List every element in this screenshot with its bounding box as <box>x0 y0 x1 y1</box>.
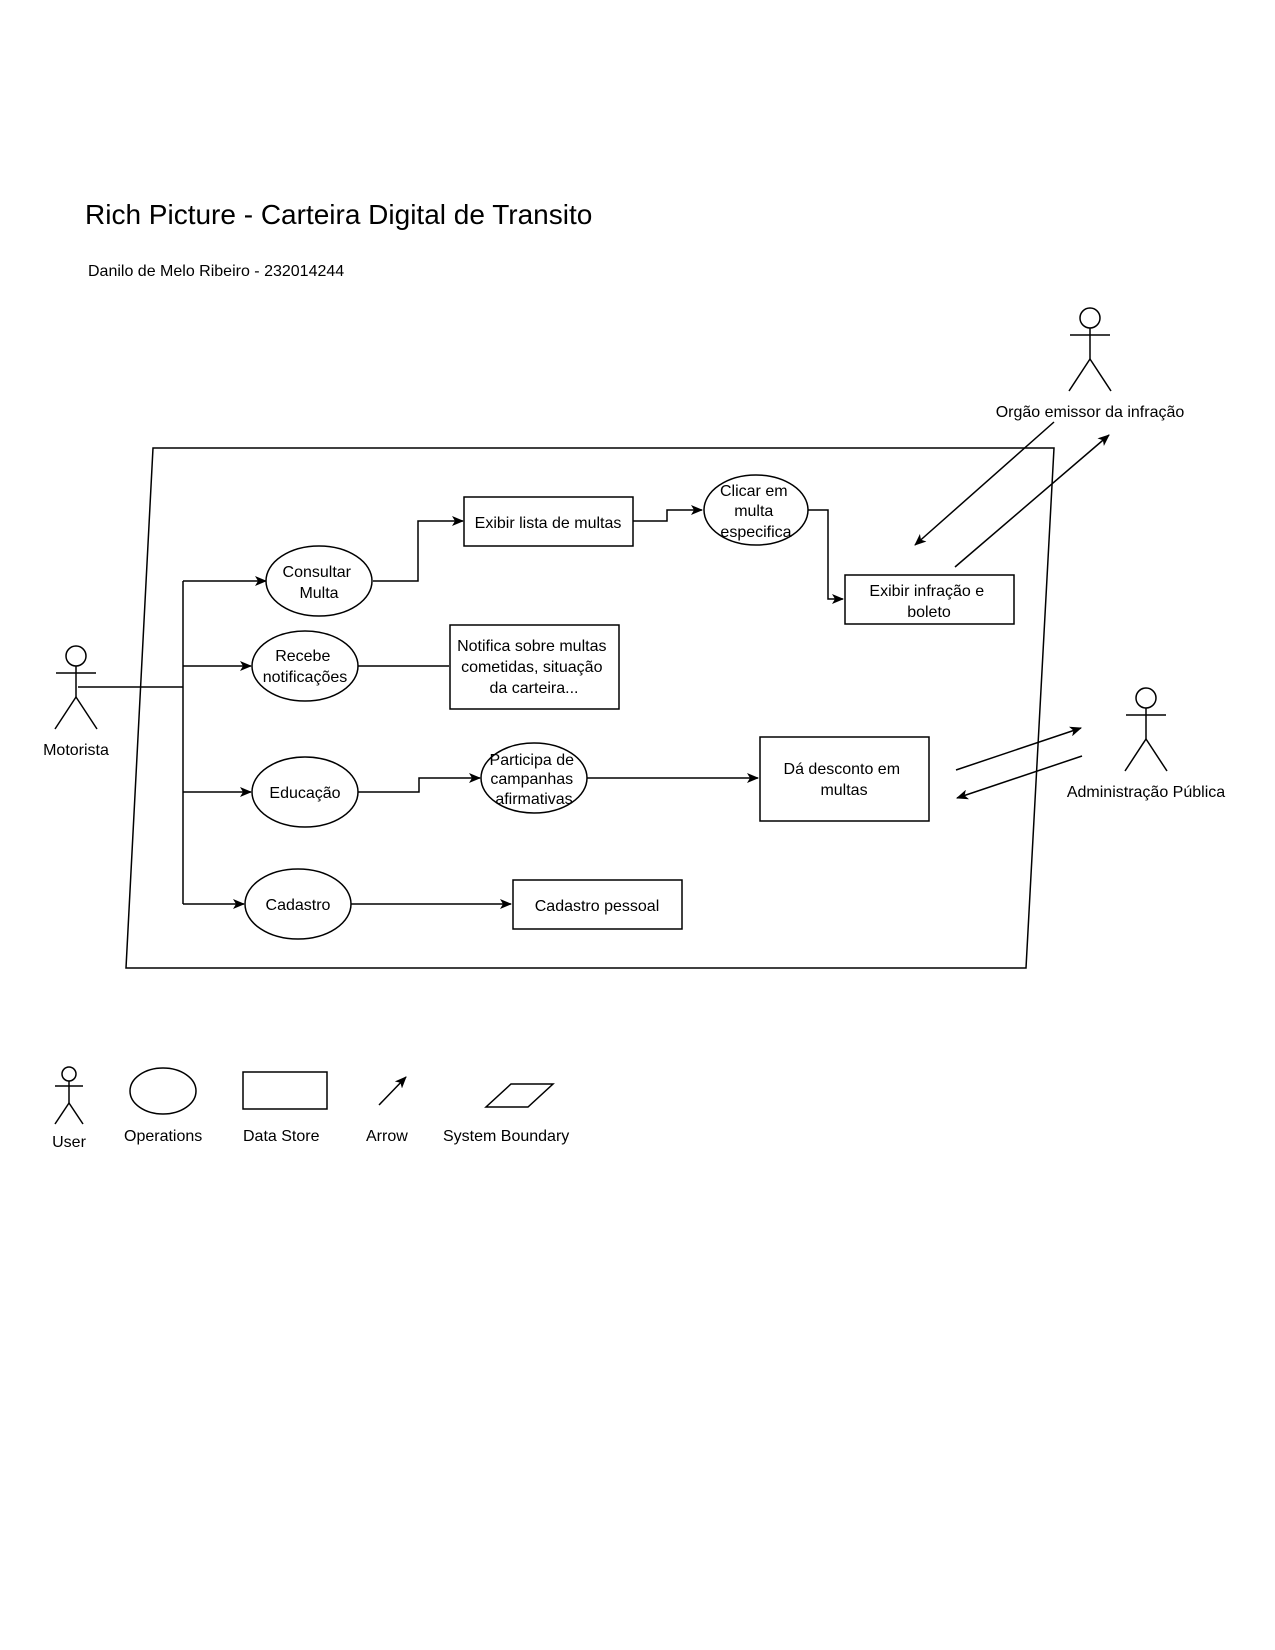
arrow-admin-to-desconto <box>956 755 1083 800</box>
system-boundary <box>125 447 1055 969</box>
actor-orgao-emissor: Orgão emissor da infração <box>996 307 1185 421</box>
actor-motorista: Motorista <box>43 645 109 759</box>
arrow-icon <box>378 1076 407 1106</box>
arrow-orgao-to-infracao <box>914 421 1055 546</box>
arrow-consultar-to-lista <box>373 516 464 582</box>
stick-figure-icon <box>1068 307 1112 392</box>
datastore-notifica: Notifica sobre multas cometidas, situaçã… <box>449 624 620 710</box>
diagram-title: Rich Picture - Carteira Digital de Trans… <box>85 199 592 230</box>
arrow-clicar-to-infracao <box>806 509 844 604</box>
stick-figure-icon <box>54 645 98 730</box>
legend-arrow-label: Arrow <box>366 1128 408 1145</box>
exibir-lista-label: Exibir lista de multas <box>475 515 622 532</box>
legend-system-boundary: System Boundary <box>443 1083 569 1145</box>
motorista-label: Motorista <box>43 742 109 759</box>
operation-consultar-multa: Consultar Multa <box>265 545 373 617</box>
participa-campanhas-label: Participa de campanhas afirmativas <box>490 752 579 808</box>
legend-operations: Operations <box>124 1067 202 1145</box>
notifica-label: Notifica sobre multas cometidas, situaçã… <box>457 638 611 697</box>
datastore-exibir-infracao: Exibir infração e boleto <box>844 574 1015 625</box>
operation-recebe-notificacoes: Recebe notificações <box>251 630 359 702</box>
stick-figure-icon <box>1124 687 1168 772</box>
system-boundary-icon <box>484 1083 555 1108</box>
legend-user: User <box>52 1066 87 1151</box>
arrow-desconto-to-admin <box>955 726 1082 771</box>
datastore-exibir-lista: Exibir lista de multas <box>463 496 634 547</box>
orgao-emissor-label: Orgão emissor da infração <box>996 404 1185 421</box>
desconto-label: Dá desconto em multas <box>784 761 905 799</box>
arrow-educacao-to-campanhas <box>358 773 481 793</box>
operation-cadastro: Cadastro <box>244 868 352 940</box>
legend-user-label: User <box>52 1134 86 1151</box>
operation-clicar-multa: Clicar em multa especifica <box>703 474 809 546</box>
operation-ellipse-icon <box>129 1067 197 1115</box>
educacao-label: Educação <box>269 785 340 802</box>
recebe-notificacoes-label: Recebe notificações <box>263 648 348 686</box>
legend: User Operations Data Store Arrow System … <box>52 1066 569 1151</box>
legend-operations-label: Operations <box>124 1128 202 1145</box>
legend-data-store-label: Data Store <box>243 1128 320 1145</box>
administracao-publica-label: Administração Pública <box>1067 784 1225 801</box>
user-icon <box>54 1066 84 1125</box>
datastore-desconto: Dá desconto em multas <box>759 736 930 822</box>
legend-system-boundary-label: System Boundary <box>443 1128 569 1145</box>
data-store-rect-icon <box>242 1071 328 1110</box>
author-subtitle: Danilo de Melo Ribeiro - 232014244 <box>88 263 344 280</box>
actor-administracao-publica: Administração Pública <box>1067 687 1225 801</box>
legend-data-store: Data Store <box>242 1071 328 1145</box>
motorista-connectors <box>78 576 267 909</box>
clicar-multa-label: Clicar em multa especifica <box>720 483 792 541</box>
exibir-infracao-label: Exibir infração e boleto <box>869 583 988 621</box>
operation-educacao: Educação <box>251 756 359 828</box>
arrow-infracao-to-orgao <box>954 434 1110 568</box>
consultar-multa-label: Consultar Multa <box>283 564 356 602</box>
cadastro-label: Cadastro <box>266 897 331 914</box>
legend-arrow: Arrow <box>366 1076 408 1145</box>
arrow-lista-to-clicar <box>633 505 703 522</box>
cadastro-pessoal-label: Cadastro pessoal <box>535 898 660 915</box>
datastore-cadastro-pessoal: Cadastro pessoal <box>512 879 683 930</box>
operation-participa-campanhas: Participa de campanhas afirmativas <box>480 742 588 814</box>
